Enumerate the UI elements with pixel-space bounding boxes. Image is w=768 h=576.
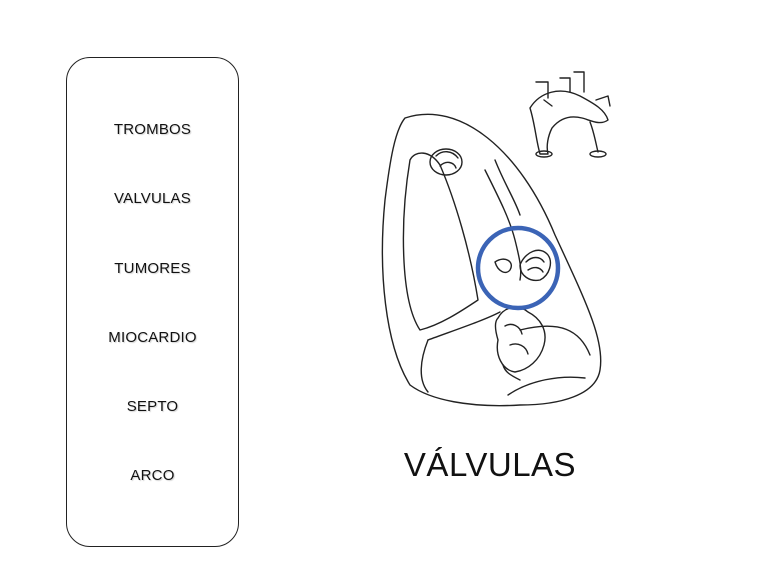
septum — [484, 169, 522, 281]
valve-leaflet — [494, 258, 512, 274]
menu-item-trombos[interactable]: TROMBOS — [113, 121, 192, 138]
menu-item-valvulas[interactable]: VALVULAS — [114, 190, 191, 207]
diagram-caption: VÁLVULAS — [403, 446, 577, 483]
aorta-arch — [529, 90, 609, 155]
menu-item-miocardio[interactable]: MIOCARDIO — [108, 329, 197, 346]
menu-item-arco[interactable]: ARCO — [130, 467, 175, 484]
valve-highlight-circle — [475, 225, 561, 311]
menu-item-septo[interactable]: SEPTO — [126, 398, 179, 415]
menu-item-tumores[interactable]: TUMORES — [114, 260, 191, 277]
menu-panel: TROMBOS VALVULAS TUMORES MIOCARDIO SEPTO… — [66, 57, 239, 547]
apical-structure — [429, 148, 463, 176]
left-ventricle-wall — [402, 152, 479, 331]
heart-outline — [381, 113, 602, 407]
papillary-mass — [494, 306, 546, 373]
